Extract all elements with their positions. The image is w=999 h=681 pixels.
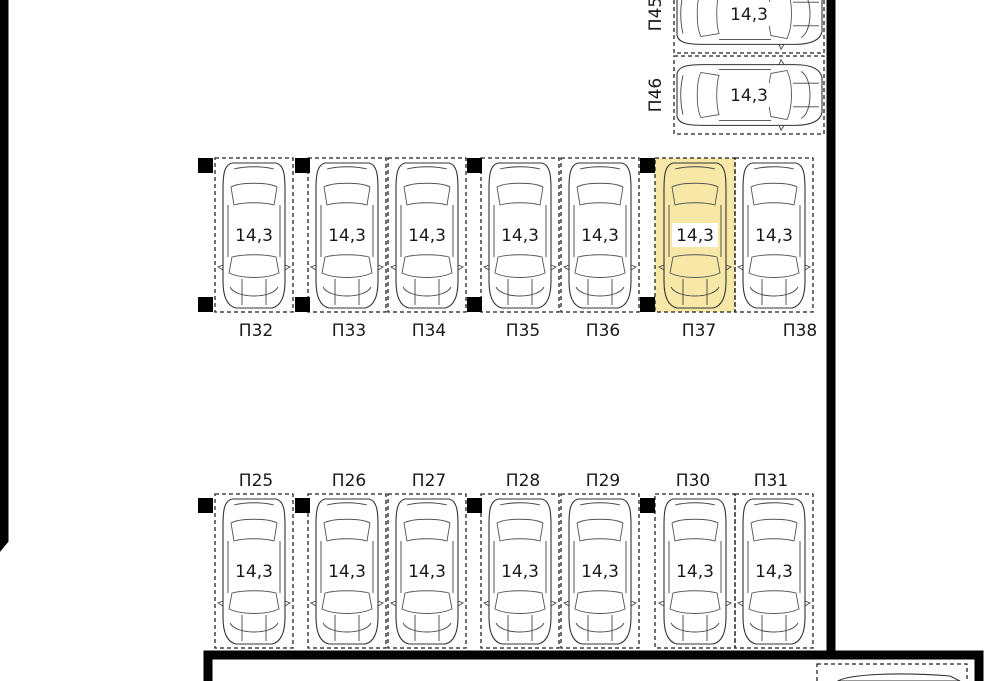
column-pillar (198, 297, 213, 312)
area-label-bg (726, 2, 772, 26)
area-label: 14,3 (755, 226, 793, 246)
area-label-bg (672, 559, 718, 583)
area-label: 14,3 (501, 226, 539, 246)
area-label-bg (324, 559, 370, 583)
bottom-wall (203, 650, 984, 681)
bottom-parking-row: 14,3 П25 14,3 П26 14,3 П27 14,3 П28 14,3 П29 14,3 П… (198, 471, 814, 649)
area-label-bg (751, 559, 797, 583)
area-label: 14,3 (676, 562, 714, 582)
column-pillar (640, 158, 655, 173)
area-label-bg (497, 223, 543, 247)
space-number-label: П36 (586, 321, 620, 341)
space-number-label: П46 (646, 78, 666, 112)
column-pillar (467, 158, 482, 173)
space-number-label: П29 (586, 471, 620, 491)
parking-space-П28[interactable]: 14,3 П28 (480, 471, 560, 649)
column-pillar (295, 297, 310, 312)
area-label-bg (404, 559, 450, 583)
space-number-label: П32 (239, 321, 273, 341)
space-number-label: П33 (332, 321, 366, 341)
area-label: 14,3 (730, 86, 768, 106)
parking-space-П45[interactable]: 14,3 П45 (646, 0, 825, 54)
area-label: 14,3 (501, 562, 539, 582)
parking-space-П29[interactable]: 14,3 П29 (560, 471, 640, 649)
parking-space-П31[interactable]: 14,3 П31 (734, 471, 814, 649)
space-number-label: П37 (682, 321, 716, 341)
column-pillar (640, 297, 655, 312)
area-label-bg (231, 223, 277, 247)
parking-space-П46[interactable]: 14,3 П46 (646, 55, 825, 135)
area-label-bg (231, 559, 277, 583)
area-label-bg (577, 559, 623, 583)
area-label: 14,3 (755, 562, 793, 582)
parking-space-П26[interactable]: 14,3 П26 (307, 471, 387, 649)
left-wall (0, 0, 9, 552)
area-label-bg (726, 83, 772, 107)
space-number-label: П27 (412, 471, 446, 491)
area-label: 14,3 (235, 562, 273, 582)
area-label: 14,3 (235, 226, 273, 246)
space-number-label: П30 (676, 471, 710, 491)
area-label-bg (672, 223, 718, 247)
column-pillar (198, 498, 213, 513)
column-pillar (198, 158, 213, 173)
space-number-label: П28 (506, 471, 540, 491)
column-pillar (295, 498, 310, 513)
space-number-label: П38 (783, 321, 817, 341)
space-number-label: П31 (754, 471, 788, 491)
space-number-label: П26 (332, 471, 366, 491)
area-label-bg (751, 223, 797, 247)
column-pillar (640, 498, 655, 513)
space-number-label: П25 (239, 471, 273, 491)
area-label: 14,3 (730, 5, 768, 25)
area-label: 14,3 (328, 562, 366, 582)
area-label-bg (577, 223, 623, 247)
area-label: 14,3 (581, 226, 619, 246)
space-number-label: П35 (506, 321, 540, 341)
area-label: 14,3 (581, 562, 619, 582)
parking-space-П30[interactable]: 14,3 П30 (654, 471, 736, 649)
area-label: 14,3 (408, 562, 446, 582)
parking-space-П25[interactable]: 14,3 П25 (214, 471, 294, 649)
column-pillar (295, 158, 310, 173)
space-number-label: П34 (412, 321, 446, 341)
column-pillar (467, 297, 482, 312)
area-label-bg (324, 223, 370, 247)
area-label-bg (497, 559, 543, 583)
area-label-bg (404, 223, 450, 247)
column-pillar (467, 498, 482, 513)
partial-car-bottom-right (816, 663, 968, 681)
space-number-label: П45 (646, 0, 666, 31)
area-label: 14,3 (676, 226, 714, 246)
area-label: 14,3 (328, 226, 366, 246)
parking-space-П27[interactable]: 14,3 П27 (387, 471, 467, 649)
area-label: 14,3 (408, 226, 446, 246)
